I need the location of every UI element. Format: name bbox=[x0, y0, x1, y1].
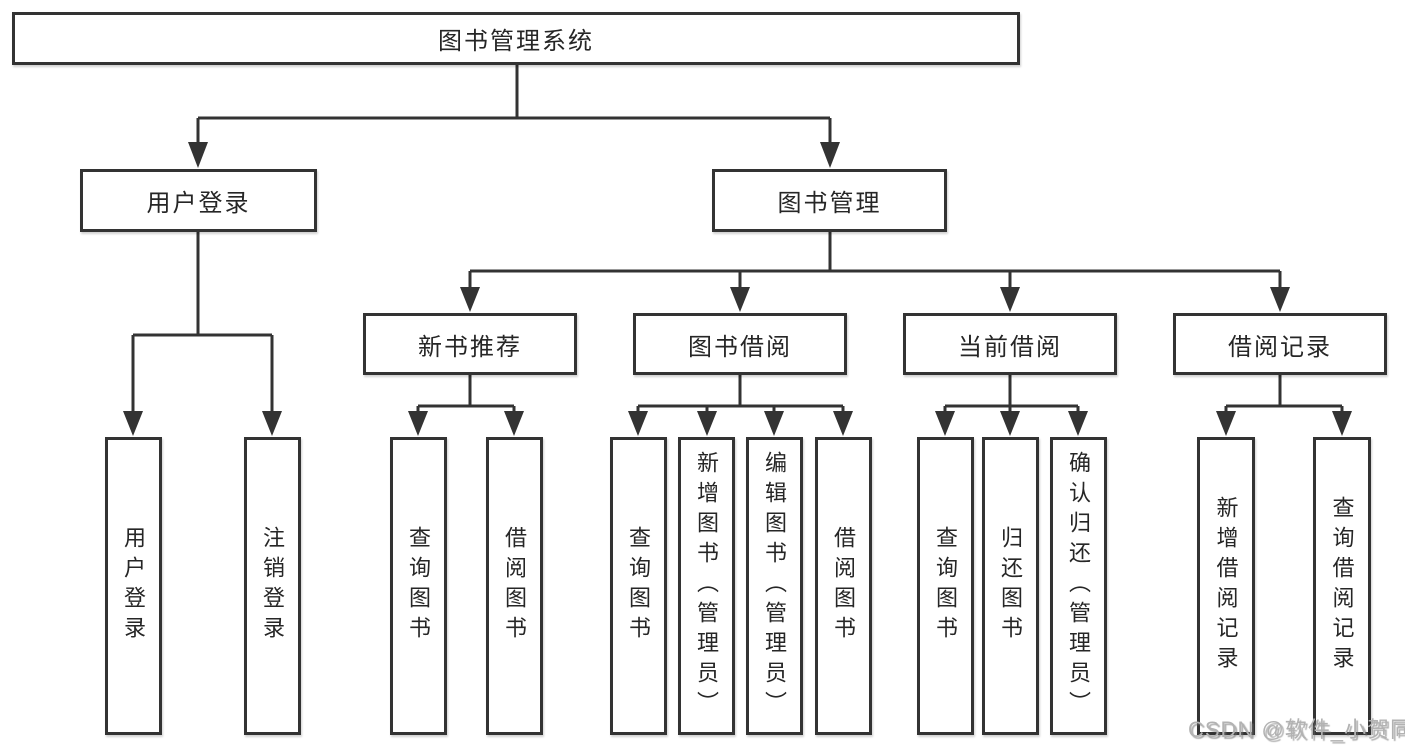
leaf-node-query-borrow-record: 查询借阅记录 bbox=[1313, 437, 1371, 735]
leaf-node-logout: 注销登录 bbox=[244, 437, 301, 735]
node-borrowing-records-label: 借阅记录 bbox=[1228, 333, 1332, 361]
leaf-node-edit-books-admin: 编辑图书（管理员） bbox=[746, 437, 803, 735]
node-borrowing-records: 借阅记录 bbox=[1173, 313, 1387, 375]
leaf-node-query-books-borrowing-label: 查询图书 bbox=[626, 526, 652, 646]
node-book-borrowing-label: 图书借阅 bbox=[688, 333, 792, 361]
leaf-node-borrow-books-borrowing-label: 借阅图书 bbox=[831, 526, 857, 646]
leaf-node-query-borrow-record-label: 查询借阅记录 bbox=[1329, 496, 1355, 676]
leaf-node-confirm-return-admin-label: 确认归还（管理员） bbox=[1066, 451, 1092, 721]
leaf-node-logout-label: 注销登录 bbox=[260, 526, 286, 646]
node-book-management: 图书管理 bbox=[712, 169, 947, 232]
leaf-node-borrow-books-borrowing: 借阅图书 bbox=[815, 437, 872, 735]
leaf-node-add-borrow-record-label: 新增借阅记录 bbox=[1213, 496, 1239, 676]
leaf-node-query-books-recommend-label: 查询图书 bbox=[406, 526, 432, 646]
leaf-node-query-books-current-label: 查询图书 bbox=[933, 526, 959, 646]
node-new-book-recommend-label: 新书推荐 bbox=[418, 333, 522, 361]
leaf-node-query-books-recommend: 查询图书 bbox=[390, 437, 447, 735]
node-current-borrowing: 当前借阅 bbox=[903, 313, 1117, 375]
leaf-node-edit-books-admin-label: 编辑图书（管理员） bbox=[762, 451, 788, 721]
leaf-node-return-books-label: 归还图书 bbox=[998, 526, 1024, 646]
leaf-node-add-books-admin: 新增图书（管理员） bbox=[678, 437, 735, 735]
watermark: CSDN @软件_小贺同学 bbox=[1188, 717, 1405, 742]
leaf-node-user-login-label: 用户登录 bbox=[121, 526, 147, 646]
leaf-node-query-books-borrowing: 查询图书 bbox=[610, 437, 667, 735]
leaf-node-borrow-books-recommend: 借阅图书 bbox=[486, 437, 543, 735]
node-root: 图书管理系统 bbox=[12, 12, 1020, 65]
leaf-node-confirm-return-admin: 确认归还（管理员） bbox=[1050, 437, 1107, 735]
node-book-management-label: 图书管理 bbox=[777, 190, 882, 217]
leaf-node-query-books-current: 查询图书 bbox=[917, 437, 974, 735]
leaf-node-add-books-admin-label: 新增图书（管理员） bbox=[694, 451, 720, 721]
node-book-borrowing: 图书借阅 bbox=[633, 313, 847, 375]
node-root-label: 图书管理系统 bbox=[438, 28, 594, 55]
node-user-login: 用户登录 bbox=[80, 169, 317, 232]
leaf-node-add-borrow-record: 新增借阅记录 bbox=[1197, 437, 1255, 735]
leaf-node-borrow-books-recommend-label: 借阅图书 bbox=[502, 526, 528, 646]
node-new-book-recommend: 新书推荐 bbox=[363, 313, 577, 375]
node-user-login-label: 用户登录 bbox=[146, 190, 251, 217]
leaf-node-return-books: 归还图书 bbox=[982, 437, 1039, 735]
leaf-node-user-login: 用户登录 bbox=[105, 437, 162, 735]
node-current-borrowing-label: 当前借阅 bbox=[958, 333, 1062, 361]
